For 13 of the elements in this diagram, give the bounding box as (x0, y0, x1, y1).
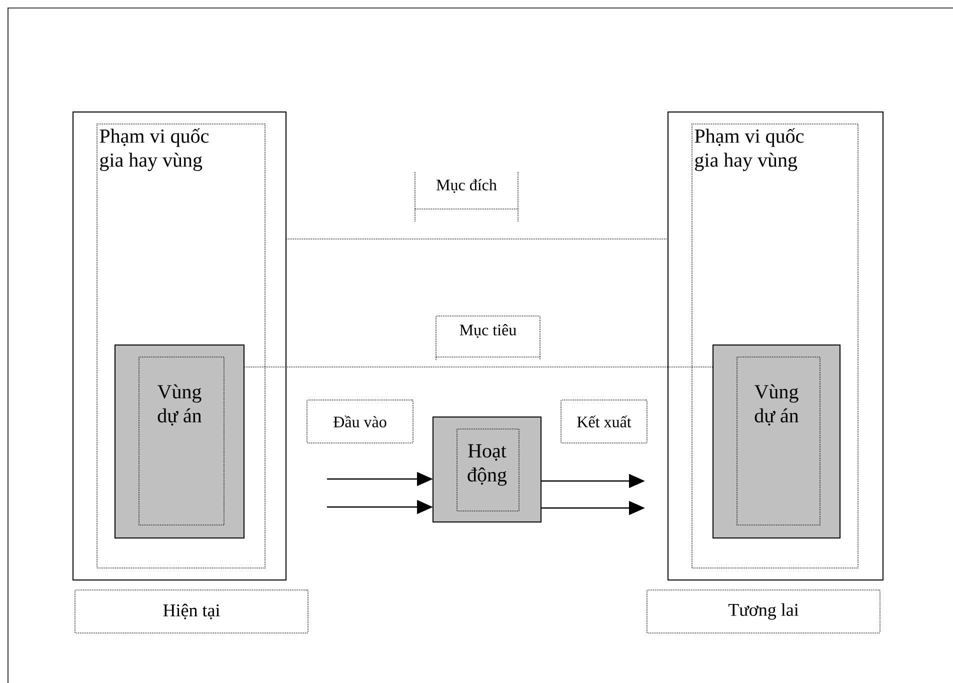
project-box: Vùng dự án (114, 344, 244, 538)
label-box: Đầu vào (306, 400, 414, 444)
project-box: Vùng dự án (712, 344, 840, 538)
label-box: Tương lai (646, 590, 880, 634)
label-box: Hiện tại (74, 590, 308, 634)
connector-line (244, 366, 714, 368)
objective-box: Mục tiêu (436, 316, 540, 360)
project-box: Hoạt động (432, 416, 542, 522)
connector-line (286, 238, 668, 240)
region-box (72, 112, 286, 580)
region-box (668, 112, 884, 580)
label-box: Kết xuất (560, 400, 648, 444)
goal-box: Mục đích (414, 172, 518, 222)
